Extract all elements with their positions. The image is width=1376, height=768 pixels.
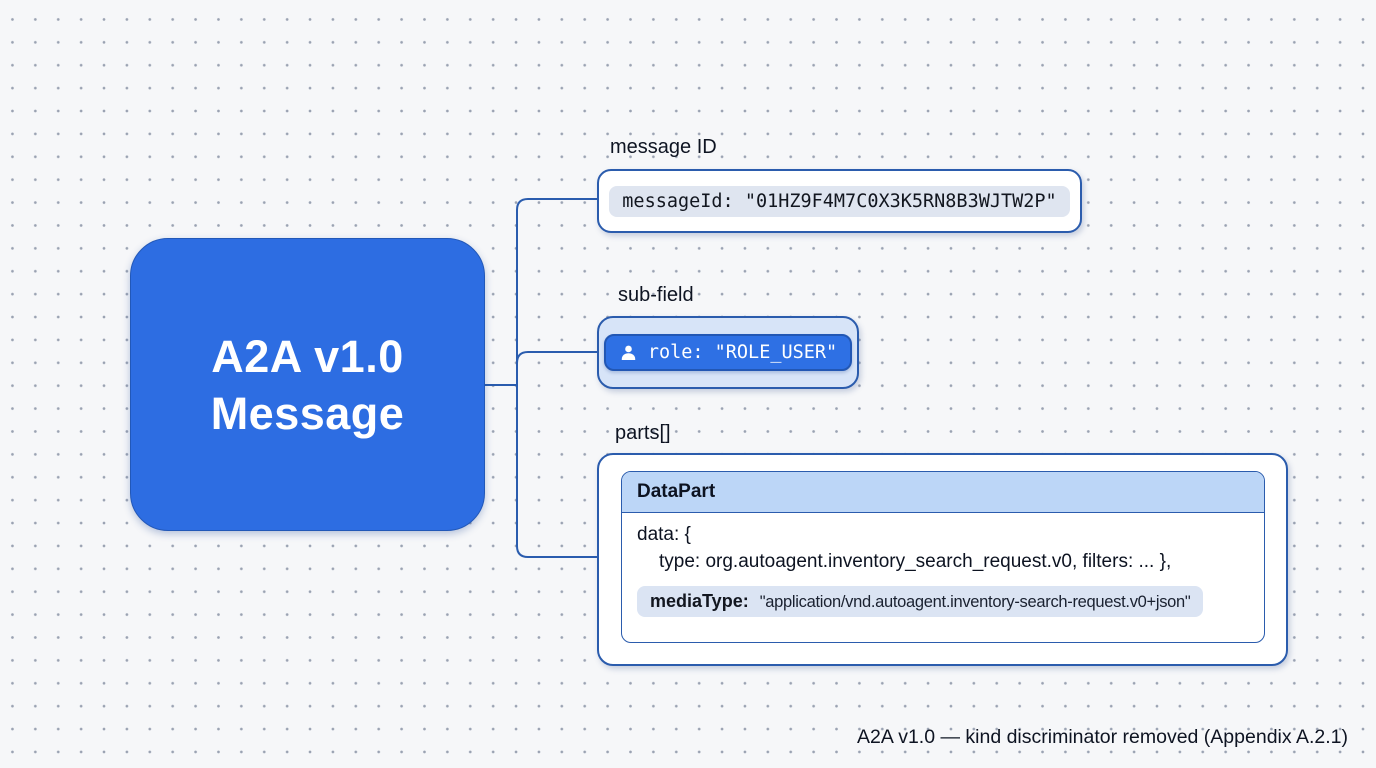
- data-code-line-2: type: org.autoagent.inventory_search_req…: [659, 551, 1172, 572]
- data-code-line-1: data: {: [637, 524, 691, 545]
- mediatype-chip: mediaType: "application/vnd.autoagent.in…: [637, 586, 1204, 617]
- connector-middle-branch: [516, 351, 598, 364]
- message-id-label: message ID: [610, 136, 717, 158]
- message-id-node[interactable]: messageId: "01HZ9F4M7C0X3K5RN8B3WJTW2P": [597, 169, 1082, 233]
- mediatype-value: "application/vnd.autoagent.inventory-sea…: [759, 593, 1191, 611]
- parts-node[interactable]: DataPart data: { type: org.autoagent.inv…: [597, 453, 1288, 666]
- role-pill[interactable]: role: "ROLE_USER": [603, 334, 853, 371]
- sub-field-label: sub-field: [618, 284, 694, 306]
- main-message-node[interactable]: A2A v1.0 Message: [130, 238, 485, 531]
- main-node-title-line2: Message: [210, 387, 405, 439]
- datapart-body: data: { type: org.autoagent.inventory_se…: [622, 513, 1264, 617]
- person-icon: [619, 343, 638, 362]
- sub-field-node[interactable]: role: "ROLE_USER": [597, 316, 859, 389]
- main-node-title-line1: A2A v1.0: [211, 330, 404, 382]
- datapart-card[interactable]: DataPart data: { type: org.autoagent.inv…: [621, 471, 1265, 643]
- datapart-card-title: DataPart: [622, 472, 1264, 513]
- mediatype-key: mediaType:: [650, 591, 749, 611]
- role-code: role: "ROLE_USER": [647, 342, 838, 363]
- message-id-code: messageId: "01HZ9F4M7C0X3K5RN8B3WJTW2P": [609, 185, 1070, 217]
- connector-trunk: [516, 198, 598, 558]
- footer-annotation: A2A v1.0 — kind discriminator removed (A…: [857, 726, 1348, 748]
- parts-label: parts[]: [615, 422, 671, 444]
